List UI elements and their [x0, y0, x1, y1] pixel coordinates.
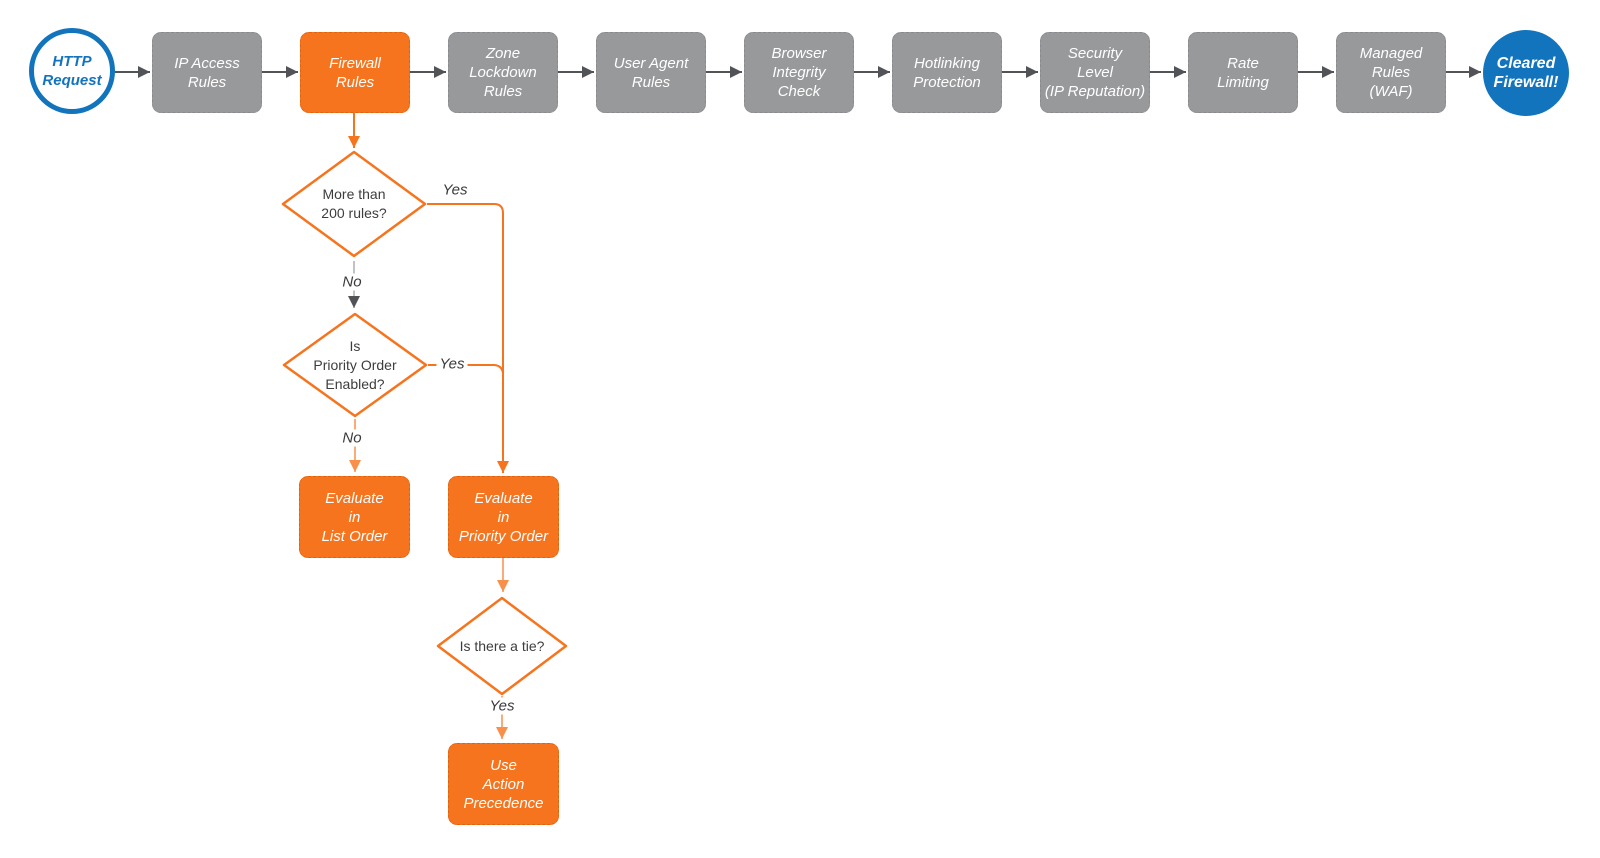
action-use-action-precedence: Use Action Precedence: [448, 743, 559, 825]
connector-decision1-yes-to-evaluate-priority: [427, 203, 509, 473]
stage-managed-rules-waf: Managed Rules (WAF): [1336, 32, 1446, 113]
connector-decision2-yes-merge: [428, 364, 504, 375]
edge-label-yes-3: Yes: [486, 697, 518, 715]
edge-label-no-2: No: [339, 429, 365, 447]
diamond-shape: [282, 312, 428, 418]
stage-firewall-rules: Firewall Rules: [300, 32, 410, 113]
decision-is-there-a-tie: Is there a tie?: [436, 596, 568, 696]
stage-hotlinking-protection: Hotlinking Protection: [892, 32, 1002, 113]
stage-zone-lockdown-rules: Zone Lockdown Rules: [448, 32, 558, 113]
edge-label-yes-1: Yes: [439, 181, 471, 199]
edge-label-yes-2: Yes: [436, 355, 468, 373]
stage-security-level: Security Level (IP Reputation): [1040, 32, 1150, 113]
action-evaluate-in-priority-order: Evaluate in Priority Order: [448, 476, 559, 558]
end-node-cleared-firewall: Cleared Firewall!: [1483, 30, 1569, 116]
decision-label: Is Priority Order Enabled?: [313, 337, 397, 392]
edge-label-no-1: No: [339, 273, 365, 291]
stage-browser-integrity-check: Browser Integrity Check: [744, 32, 854, 113]
start-node-http-request: HTTP Request: [29, 28, 115, 114]
decision-label: Is there a tie?: [459, 637, 545, 654]
action-evaluate-in-list-order: Evaluate in List Order: [299, 476, 410, 558]
stage-user-agent-rules: User Agent Rules: [596, 32, 706, 113]
stage-rate-limiting: Rate Limiting: [1188, 32, 1298, 113]
decision-more-than-200-rules: More than 200 rules?: [281, 150, 427, 258]
decision-priority-order-enabled: Is Priority Order Enabled?: [282, 312, 428, 418]
diamond-shape: [281, 150, 427, 258]
stage-ip-access-rules: IP Access Rules: [152, 32, 262, 113]
decision-label: More than 200 rules?: [321, 186, 387, 221]
diamond-shape: [436, 596, 568, 696]
